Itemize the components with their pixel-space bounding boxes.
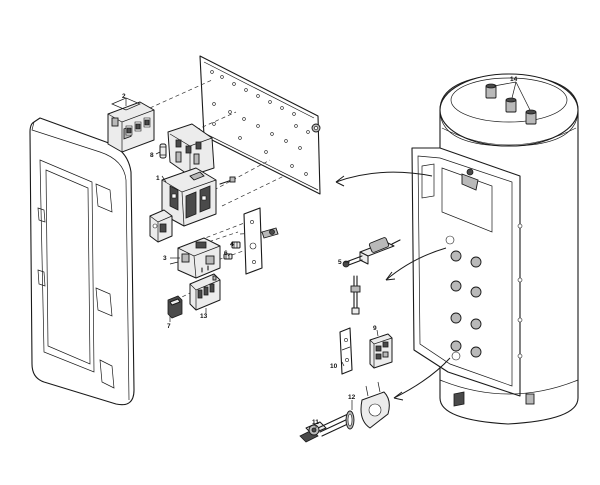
leader-lines	[125, 81, 531, 428]
callout-5: 5	[338, 259, 342, 266]
sensor-probe	[350, 275, 361, 315]
mounting-plate	[199, 55, 321, 195]
callout-1: 1	[156, 175, 160, 182]
front-cover-panel	[29, 117, 135, 406]
fuse-part-8	[159, 143, 167, 159]
callout-13: 13	[200, 313, 208, 320]
top-connections-part-14	[485, 83, 537, 125]
screw-upper	[219, 176, 236, 185]
control-module-part-9	[369, 333, 393, 369]
callout-3: 3	[163, 255, 167, 262]
terminal-block-upper	[167, 123, 215, 177]
flange-nut	[360, 381, 390, 429]
callout-9: 9	[373, 325, 377, 332]
heating-element-part-11	[299, 413, 353, 443]
sensor-part-5	[342, 237, 401, 268]
callout-8: 8	[150, 152, 154, 159]
callout-2: 2	[122, 93, 126, 100]
callout-12: 12	[348, 394, 356, 401]
callout-7: 7	[167, 323, 171, 330]
callout-10: 10	[330, 363, 338, 370]
callout-14: 14	[510, 76, 518, 83]
callout-11: 11	[312, 419, 319, 426]
gasket-part-12	[345, 410, 355, 430]
callout-4: 4	[230, 241, 234, 248]
fitting-part-4	[231, 241, 241, 249]
small-switch	[149, 209, 173, 243]
mounting-bracket	[243, 207, 279, 275]
contactor-part-2	[107, 97, 155, 153]
callout-6: 6	[224, 250, 228, 257]
switch-block-part-1	[161, 167, 217, 227]
assembly-arrows	[335, 171, 451, 401]
terminal-strip-part-13	[189, 265, 221, 311]
bracket-part-10	[339, 327, 353, 375]
connector-part-7	[167, 295, 183, 319]
relay-part-3	[169, 237, 221, 279]
hot-water-cylinder	[411, 73, 579, 425]
